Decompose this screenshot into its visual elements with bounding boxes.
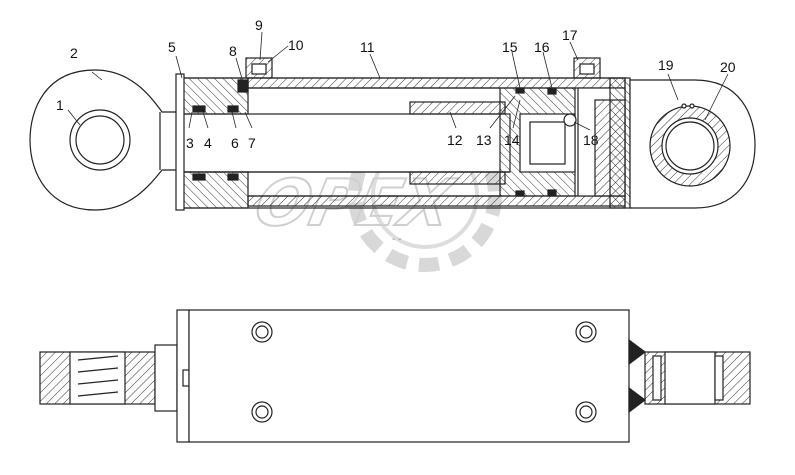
watermark-subtext: - - [392,234,401,245]
hex-bolt-icon [251,321,273,343]
hex-bolt-icon [575,321,597,343]
callout-11: 11 [360,39,375,55]
hex-bolt-icon [245,57,273,79]
cylinder-body-plan [188,309,630,443]
callout-15: 15 [502,39,518,55]
plan-view [39,309,751,443]
callout-14: 14 [504,132,520,148]
callout-4: 4 [204,135,212,151]
callout-19: 19 [658,57,674,73]
callout-18: 18 [583,132,599,148]
spacer-tube [409,101,506,115]
hex-bolt-icon [573,57,601,79]
callout-3: 3 [186,135,194,151]
callout-13: 13 [476,132,492,148]
callout-8: 8 [229,43,237,59]
leader-lines [67,31,729,131]
callout-7: 7 [248,135,256,151]
rod-eye [29,69,181,211]
callout-6: 6 [231,135,239,151]
callout-17: 17 [562,27,578,43]
callout-20: 20 [720,59,736,75]
ball-18 [563,113,577,127]
callout-1: 1 [56,97,64,113]
callout-5: 5 [168,39,176,55]
hex-bolt-icon [575,401,597,423]
callout-2: 2 [70,45,78,61]
callout-10: 10 [288,37,304,53]
callout-12: 12 [447,132,463,148]
callout-16: 16 [534,39,550,55]
hex-bolt-icon [251,401,273,423]
callout-9: 9 [255,17,263,33]
callout-labels: 1 2 3 4 5 6 7 8 9 10 11 12 13 14 15 16 1… [56,17,736,151]
